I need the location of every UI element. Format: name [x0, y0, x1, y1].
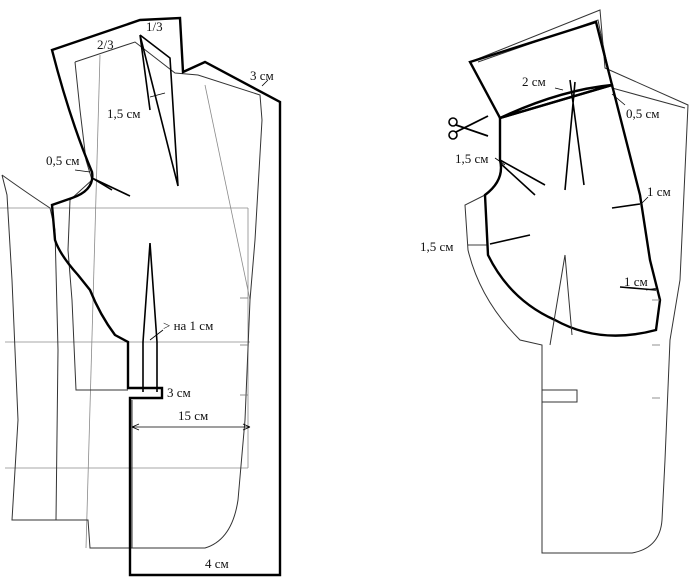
- right-front-piece: [483, 83, 662, 337]
- back-piece-outline: [1, 174, 133, 549]
- right-outer-outline: [464, 9, 689, 554]
- waist-dart: [142, 242, 158, 392]
- right-ticks: [652, 299, 660, 399]
- label-waist-more-1cm: > на 1 см: [163, 318, 213, 333]
- label-two-thirds: 2/3: [97, 37, 114, 52]
- label-front-1-5cm: 1,5 см: [420, 239, 454, 254]
- left-guide-lines: [0, 54, 251, 549]
- left-labels: 2/3 1/3 3 см 1,5 см 0,5 см > на 1 см 3 с…: [46, 19, 274, 571]
- label-neck-0-5cm: 0,5 см: [46, 153, 80, 168]
- right-leader-lines: [468, 87, 659, 291]
- label-side-1cm-lower: 1 см: [624, 274, 648, 289]
- label-neck-1-5cm: 1,5 см: [455, 151, 489, 166]
- label-dart-1-5cm: 1,5 см: [107, 106, 141, 121]
- label-top-2cm: 2 см: [522, 74, 546, 89]
- scissors-icon: [448, 115, 489, 140]
- width-dimension-line: [131, 423, 251, 431]
- lapel-inner-line: [67, 61, 128, 391]
- label-one-third: 1/3: [146, 19, 163, 34]
- label-hem-4cm: 4 см: [205, 556, 229, 571]
- right-bottom-dart: [549, 254, 573, 346]
- right-pattern: [448, 9, 689, 554]
- right-labels: 2 см 0,5 см 1,5 см 1 см 1,5 см 1 см: [420, 74, 671, 289]
- right-yoke: [468, 20, 614, 120]
- right-darts: [489, 79, 657, 291]
- shoulder-dart: [139, 34, 179, 187]
- label-step-3cm: 3 см: [167, 385, 191, 400]
- neck-dart: [91, 177, 131, 197]
- left-ticks: [240, 297, 248, 396]
- front-inner-line: [74, 41, 263, 549]
- front-bold-contour: [50, 16, 282, 577]
- left-leader-lines: [74, 79, 269, 341]
- label-shoulder-3cm: 3 см: [250, 68, 274, 83]
- label-side-0-5cm: 0,5 см: [626, 106, 660, 121]
- label-width-15cm: 15 см: [178, 408, 208, 423]
- label-side-1cm-upper: 1 см: [647, 184, 671, 199]
- left-pattern: [0, 16, 282, 577]
